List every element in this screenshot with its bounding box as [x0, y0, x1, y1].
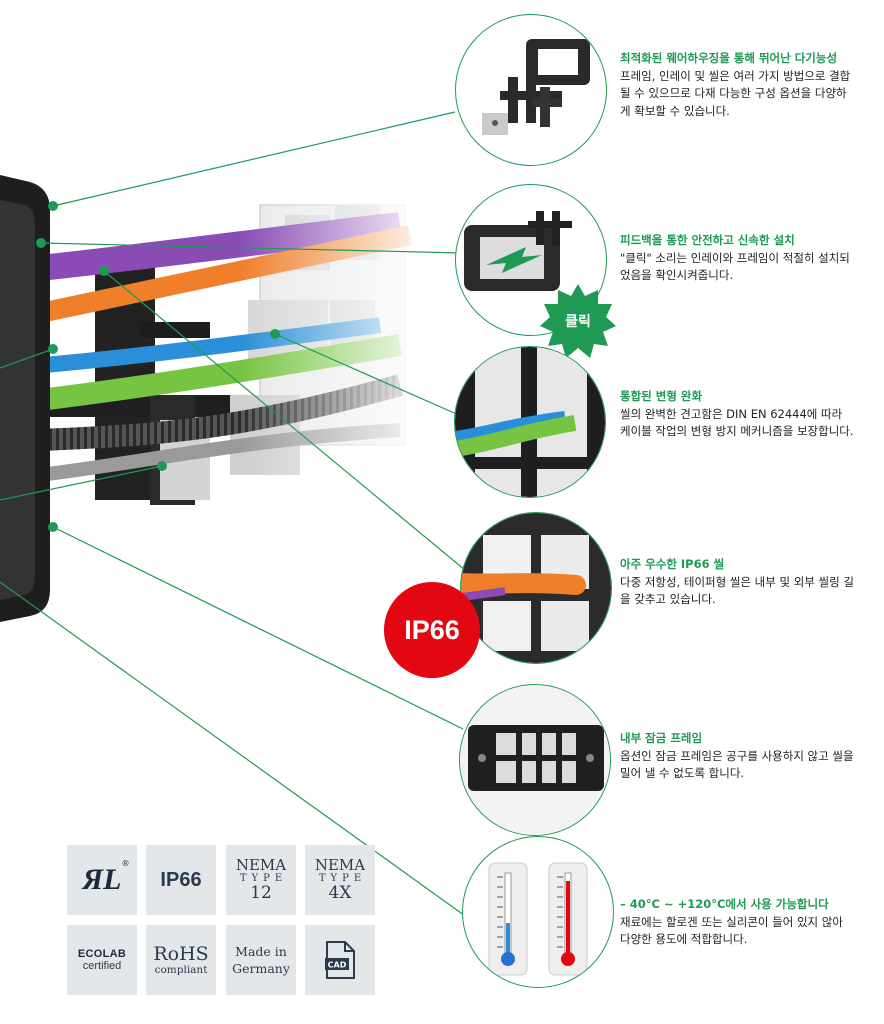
nema4x-line2: TYPE [318, 873, 367, 884]
click-badge-label: 클릭 [565, 314, 591, 330]
ip66-badge: IP66 [384, 582, 480, 678]
feature-text: 프레임, 인레이 및 씰은 여러 가지 방법으로 결합될 수 있으므로 다재 다… [620, 68, 851, 118]
nema4x-line1: NEMA [314, 856, 366, 874]
frame-parts-image [482, 39, 590, 135]
feature-text: "클릭" 소리는 인레이와 프레임이 적절히 설치되었음을 확인시켜줍니다. [620, 250, 850, 283]
nema12-line1: NEMA [235, 856, 287, 874]
cad-badge: CAD [305, 925, 375, 995]
feature-circle-locking-frame [459, 684, 611, 836]
feature-title: 통합된 변형 완화 [620, 389, 703, 403]
feature-text: 씰의 완벽한 견고함은 DIN EN 62444에 따라 케이블 작업의 변형 … [620, 406, 854, 439]
feature-circle-temperature [462, 836, 614, 988]
ip66-seal-image [461, 513, 611, 663]
nema12-badge: NEMA TYPE 12 [226, 845, 296, 915]
cad-file-icon: CAD [325, 941, 355, 979]
leader-dots [36, 201, 280, 532]
feature-title: 피드백을 통한 안전하고 신속한 설치 [620, 233, 795, 247]
ecolab-badge: ECOLAB certified [67, 925, 137, 995]
feature-title: 최적화된 웨어하우징을 통해 뛰어난 다기능성 [620, 51, 838, 65]
nema12-line3: 12 [250, 883, 272, 903]
enclosure [0, 175, 50, 622]
ecolab-line1: ECOLAB [77, 948, 127, 960]
ip66-badge-label: IP66 [404, 614, 460, 645]
rohs-line1: RoHS [153, 943, 209, 965]
feature-modular: 최적화된 웨어하우징을 통해 뛰어난 다기능성 프레임, 인레이 및 씰은 여러… [620, 50, 856, 120]
click-badge: 클릭 [540, 284, 616, 358]
feature-circle-modular-parts [455, 14, 607, 166]
nema12-line2: TYPE [239, 873, 288, 884]
nema4x-badge: NEMA TYPE 4X [305, 845, 375, 915]
feature-title: – 40°C ~ +120°C에서 사용 가능합니다 [620, 897, 829, 911]
ip66-cert-badge: IP66 [146, 845, 216, 915]
locking-frame-image [460, 685, 610, 835]
feature-text: 재료에는 할로겐 또는 실리콘이 들어 있지 않아 다양한 용도에 적합합니다. [620, 914, 843, 947]
made-in-germany-badge: Made in Germany [226, 925, 296, 995]
feature-ip66: 아주 우수한 IP66 씰 다중 저항성, 테이퍼형 씰은 내부 및 외부 씰링… [620, 556, 856, 609]
feature-title: 아주 우수한 IP66 씰 [620, 557, 725, 571]
feature-click: 피드백을 통한 안전하고 신속한 설치 "클릭" 소리는 인레이와 프레임이 적… [620, 232, 856, 285]
rohs-line2: compliant [154, 964, 208, 976]
feature-circle-ip66-seal [460, 512, 612, 664]
ip66-cert-label: IP66 [160, 868, 202, 891]
rohs-badge: RoHS compliant [146, 925, 216, 995]
feature-circle-click [455, 184, 607, 336]
made-line1: Made in [235, 944, 287, 959]
registered-mark: ® [121, 859, 130, 868]
feature-locking-frame: 내부 잠금 프레임 옵션인 잠금 프레임은 공구를 사용하지 않고 씰을 밀어 … [620, 730, 856, 783]
ecolab-line2: certified [82, 960, 122, 972]
feature-circle-strain-relief [454, 346, 606, 498]
feature-text: 다중 저항성, 테이퍼형 씰은 내부 및 외부 씰링 길을 갖추고 있습니다. [620, 574, 854, 607]
feature-strain-relief: 통합된 변형 완화 씰의 완벽한 견고함은 DIN EN 62444에 따라 케… [620, 388, 856, 441]
feature-text: 옵션인 잠금 프레임은 공구를 사용하지 않고 씰을 밀어 낼 수 없도록 합니… [620, 748, 854, 781]
nema4x-line3: 4X [328, 883, 352, 903]
strain-relief-image [455, 347, 605, 497]
ul-badge: ЯL ® [67, 845, 137, 915]
click-install-image [464, 211, 572, 291]
ul-logo-icon: ЯL [82, 863, 122, 896]
cad-label: CAD [328, 961, 347, 970]
leader-lines [0, 111, 472, 919]
feature-temperature: – 40°C ~ +120°C에서 사용 가능합니다 재료에는 할로겐 또는 실… [620, 896, 856, 949]
thermometers-image [488, 862, 588, 976]
feature-title: 내부 잠금 프레임 [620, 731, 703, 745]
made-line2: Germany [232, 961, 290, 976]
